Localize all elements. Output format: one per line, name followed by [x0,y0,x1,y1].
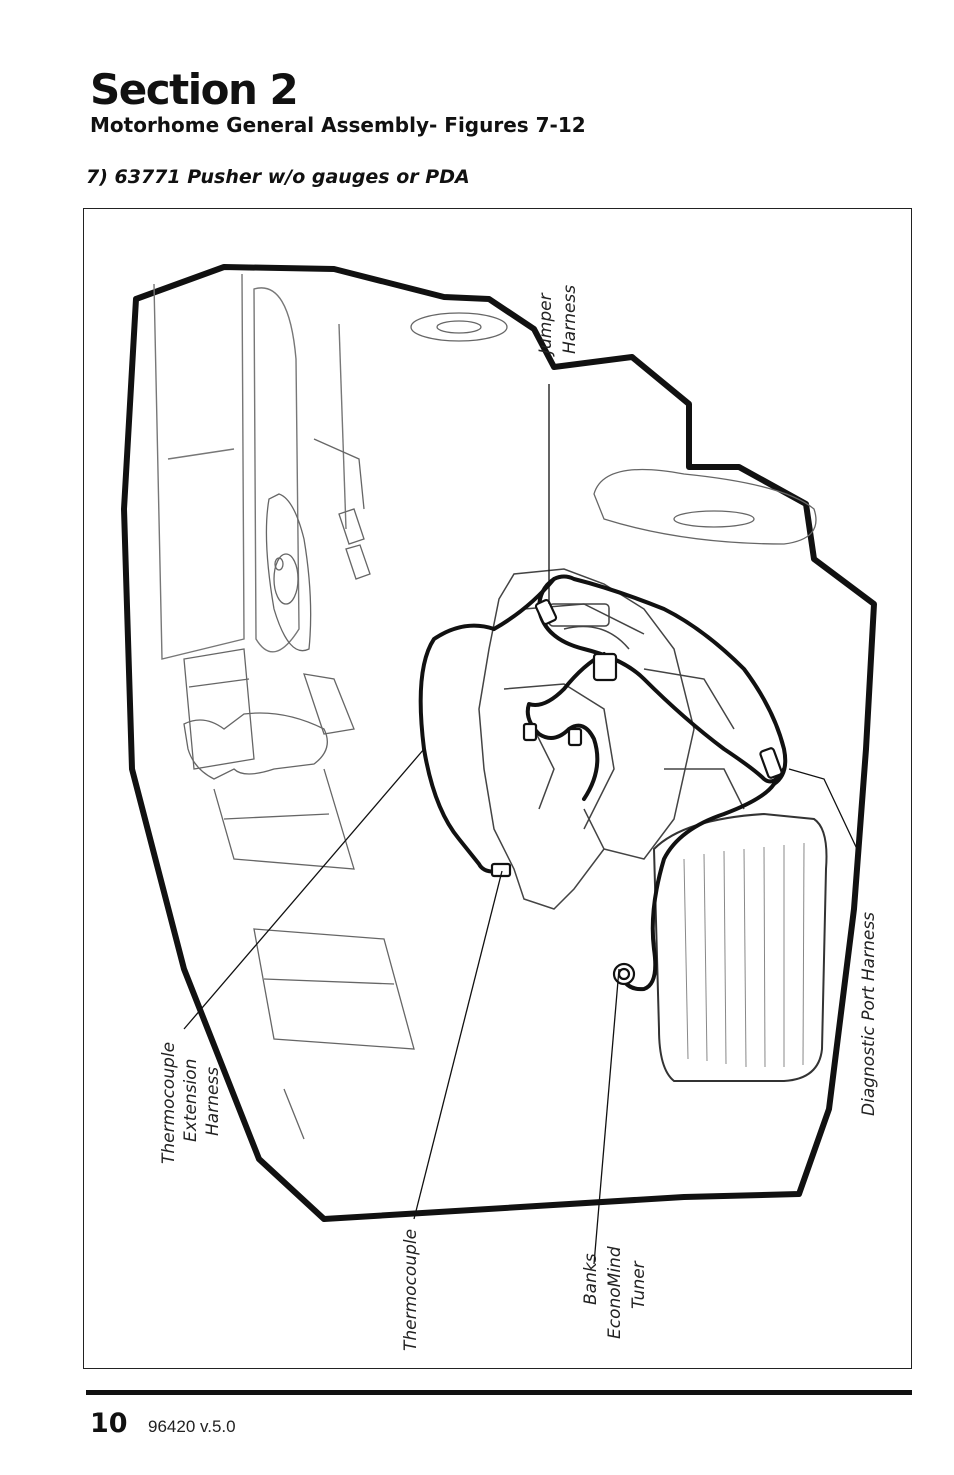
dash-console [265,438,371,652]
thermocouple-extension-wire [418,623,504,874]
callout-thermocouple-extension-harness-line-2: Extension [181,1059,201,1142]
callout-jumper-harness-line-1: Jumper [536,292,556,357]
callout-thermocouple-line-1: Thermocouple [401,1229,421,1351]
callout-diagnostic-port-harness-line-1: Diagnostic Port Harness [859,912,879,1116]
callout-banks-economind-tuner-line-2: EconoMind [605,1246,625,1339]
callout-thermocouple-extension-harness-line-3: Harness [203,1067,223,1136]
section-subtitle: Motorhome General Assembly- Figures 7-12 [90,113,586,137]
figure-frame: Jumper Harness Diagnostic Port Harness T… [83,208,912,1369]
callout-leaders [183,384,858,1265]
engine-compartment-illustration: Jumper Harness Diagnostic Port Harness T… [121,264,879,1351]
page-number: 10 [90,1408,128,1439]
callout-banks-economind-tuner-line-1: Banks [581,1253,601,1305]
floor-features [183,648,415,1140]
tank-caps [410,312,817,545]
footer-rule [86,1390,912,1395]
tuner-wire [525,652,606,801]
doc-version: 96420 v.5.0 [148,1417,236,1436]
figure-caption: 7) 63771 Pusher w/o gauges or PDA [86,166,470,188]
radiator [652,812,828,1082]
callout-banks-economind-tuner-line-3: Tuner [629,1260,649,1309]
callout-banks-economind-tuner: Banks EconoMind Tuner [581,1246,649,1339]
vehicle-outline [121,264,877,1222]
callout-jumper-harness: Jumper Harness [536,285,580,357]
harness-connectors [490,598,783,986]
left-wall-panels [153,273,347,660]
callout-thermocouple-extension-harness: Thermocouple Extension Harness [159,1042,223,1164]
engine-block [478,568,745,910]
callout-jumper-harness-line-2: Harness [560,285,580,354]
section-title: Section 2 [90,65,299,114]
callout-diagnostic-port-harness: Diagnostic Port Harness [859,912,879,1116]
callout-thermocouple: Thermocouple [401,1229,421,1351]
callout-thermocouple-extension-harness-line-1: Thermocouple [159,1042,179,1164]
diagnostic-port-wire [617,782,776,992]
